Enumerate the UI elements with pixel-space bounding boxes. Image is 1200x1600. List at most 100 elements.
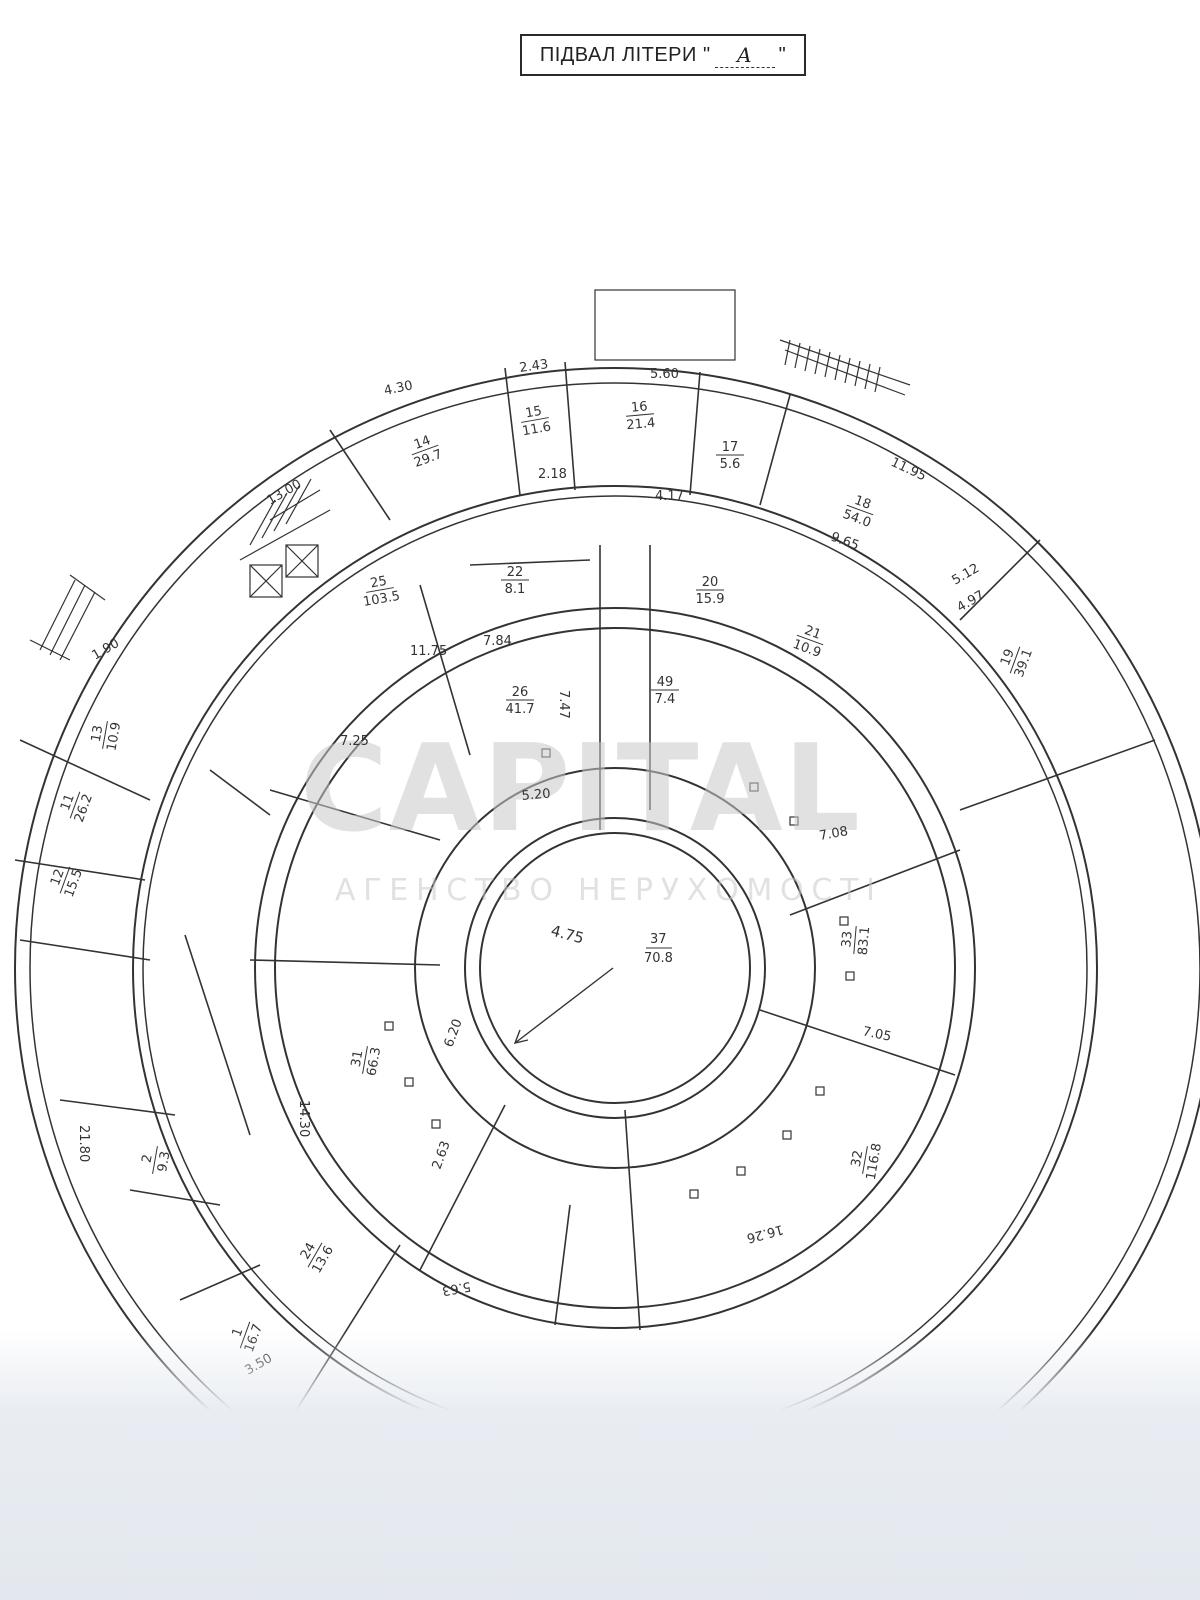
dimension-label: 4.17 <box>655 489 684 504</box>
second-ring <box>132 485 1098 1451</box>
room-number: 12 <box>48 867 68 888</box>
watermark-logo: CAPITAL <box>300 720 860 859</box>
room-area: 83.1 <box>856 926 873 956</box>
dimension-label: 6.20 <box>442 1017 466 1049</box>
watermark-subtitle: АГЕНСТВО НЕРУХОМОСТІ <box>335 873 875 908</box>
room-number: 18 <box>852 493 873 513</box>
room-area: 41.7 <box>506 702 535 717</box>
plan-title: ПІДВАЛ ЛІТЕРИ " А " <box>520 34 806 76</box>
stair-diagonal <box>239 478 331 598</box>
dimension-label: 5.20 <box>521 787 551 804</box>
radius-arrow-head <box>513 1029 529 1044</box>
radius-arrow <box>514 967 614 1044</box>
dimension-label: 7.05 <box>861 1024 892 1045</box>
room-label: 497.4 <box>651 675 679 707</box>
dimension-label: 7.84 <box>483 634 512 649</box>
dimension-label: 7.08 <box>818 824 849 844</box>
dimension-label: 4.30 <box>383 378 414 399</box>
third-ring <box>254 607 976 1329</box>
room-label: 228.1 <box>501 565 529 597</box>
room-area: 21.4 <box>626 416 656 433</box>
dimension-label: 11.95 <box>888 455 928 484</box>
room-area: 103.5 <box>362 589 401 610</box>
room-area: 9.3 <box>155 1150 173 1173</box>
dimension-label: 7.47 <box>556 690 571 719</box>
room-number: 20 <box>702 575 719 590</box>
room-number: 14 <box>412 433 433 453</box>
room-number: 17 <box>722 440 739 455</box>
room-area: 16.7 <box>242 1322 266 1354</box>
room-area: 10.9 <box>104 721 124 752</box>
center-room-number: 37 <box>650 932 667 947</box>
dimension-label: 2.43 <box>518 357 549 376</box>
title-prefix: ПІДВАЛ ЛІТЕРИ " <box>539 43 711 66</box>
second-ring-inner <box>142 495 1088 1441</box>
center-room-area: 70.8 <box>644 951 673 966</box>
room-number: 31 <box>349 1049 367 1068</box>
title-suffix: " <box>778 43 787 66</box>
dimension-label: 5.12 <box>950 561 983 588</box>
dimension-label: 5.63 <box>441 1278 472 1298</box>
room-number: 26 <box>512 685 529 700</box>
room-area: 15.9 <box>696 592 725 607</box>
room-area: 66.3 <box>364 1046 384 1077</box>
room-number: 11 <box>58 792 78 813</box>
room-number: 13 <box>89 724 107 743</box>
dimension-label: 14.30 <box>296 1100 311 1137</box>
stair-top <box>594 289 911 396</box>
room-label: 20 15.9 <box>696 575 725 607</box>
radial-walls <box>14 361 1156 1461</box>
core-ring-outer <box>464 817 766 1119</box>
room-area: 7.4 <box>655 692 676 707</box>
dimension-label: 5.60 <box>650 367 679 382</box>
room-number: 19 <box>998 647 1018 668</box>
dimension-label: 11.75 <box>410 644 447 659</box>
dimension-label: 16.26 <box>745 1221 785 1245</box>
room-area: 116.8 <box>864 1142 885 1181</box>
dimension-label: 4.97 <box>955 588 988 615</box>
dimension-label: 2.18 <box>538 467 567 482</box>
dimension-label: 21.80 <box>76 1125 91 1162</box>
room-number: 49 <box>657 675 674 690</box>
stair-left <box>29 574 106 661</box>
room-label: 175.6 <box>716 440 744 472</box>
dimension-label: 3.50 <box>243 1351 276 1378</box>
room-area: 8.1 <box>505 582 526 597</box>
inner-ring <box>414 767 816 1169</box>
title-letter: А <box>714 43 775 68</box>
fourth-ring <box>274 627 956 1309</box>
dimension-label: 2.63 <box>430 1139 454 1171</box>
room-number: 2 <box>140 1153 156 1164</box>
center-radius-label: 4.75 <box>549 921 586 947</box>
room-label: 116.7 <box>229 1321 266 1354</box>
room-label: 26 41.7 <box>506 685 535 717</box>
room-area: 11.6 <box>521 419 552 439</box>
room-number: 33 <box>839 930 855 948</box>
room-number: 15 <box>524 404 543 422</box>
room-number: 32 <box>849 1149 867 1168</box>
room-area: 5.6 <box>720 457 741 472</box>
room-number: 22 <box>507 565 524 580</box>
core-ring <box>479 832 751 1104</box>
columns <box>384 748 855 1199</box>
room-number: 25 <box>369 574 388 592</box>
room-number: 16 <box>630 399 648 415</box>
dimension-label: 7.25 <box>340 734 369 749</box>
outer-wall-inner <box>29 382 1200 1554</box>
